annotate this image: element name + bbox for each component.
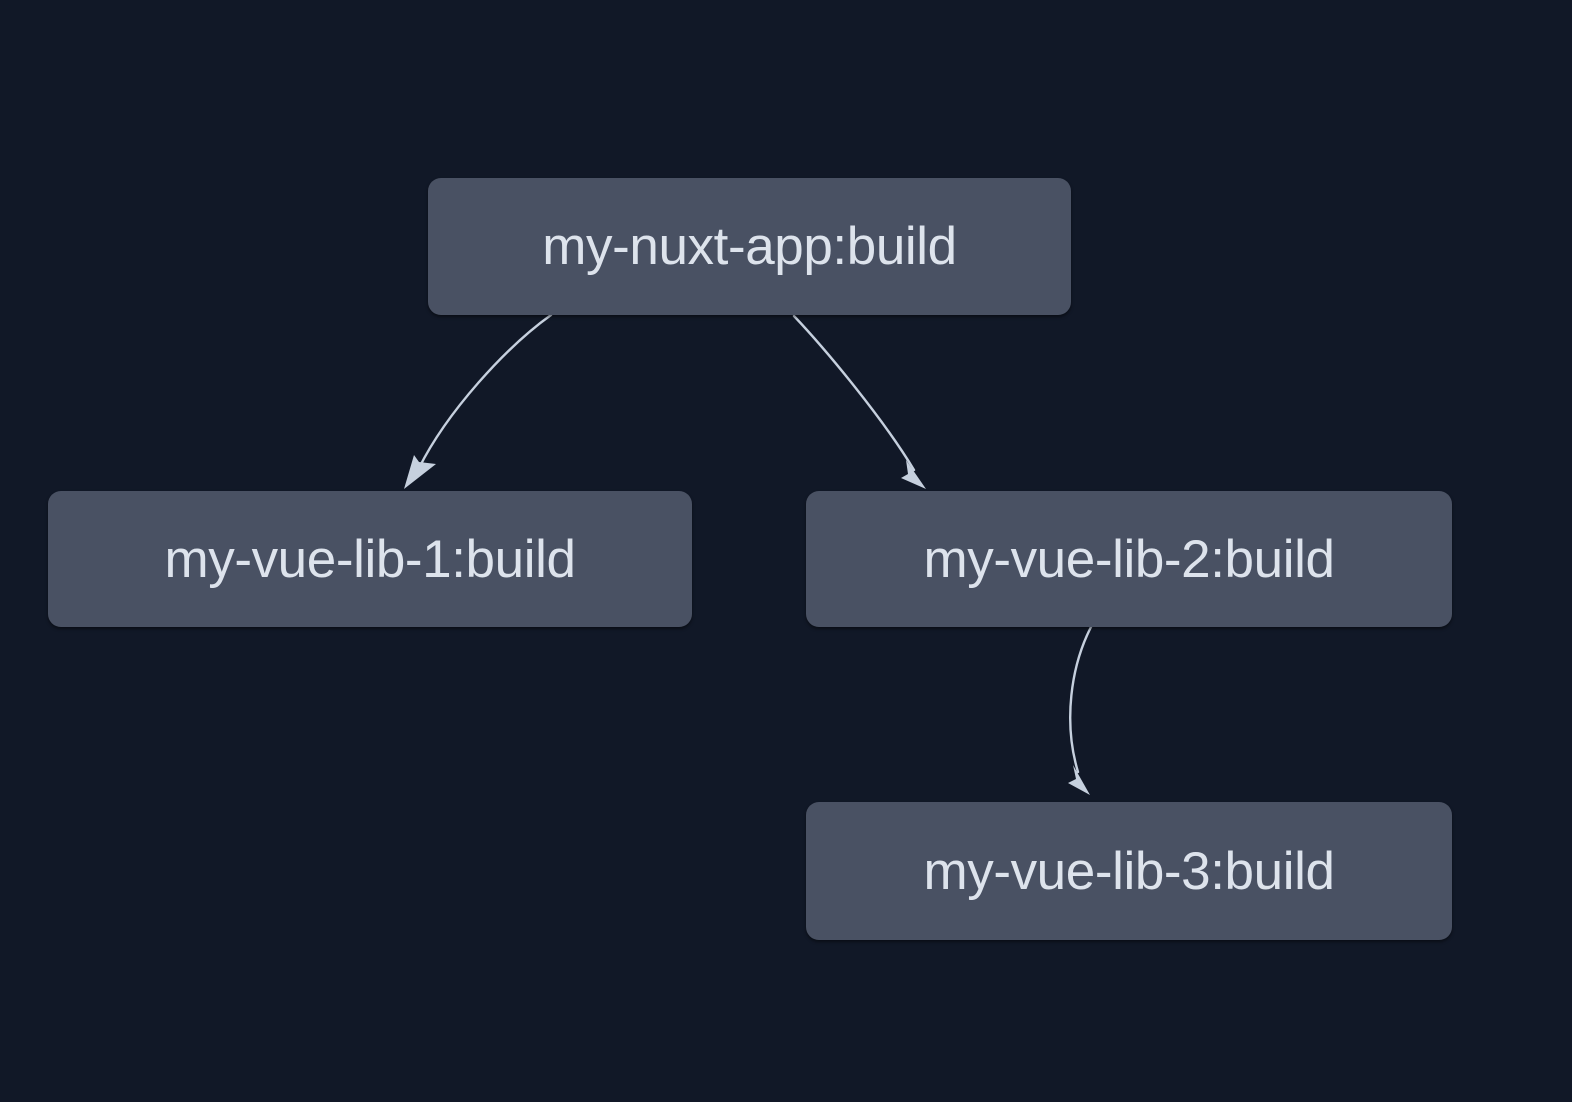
edge-root-to-lib2 bbox=[792, 314, 926, 489]
edge-root-to-lib1 bbox=[404, 313, 553, 489]
node-label: my-vue-lib-1:build bbox=[164, 529, 576, 589]
graph-node-my-vue-lib-3-build[interactable]: my-vue-lib-3:build bbox=[806, 802, 1452, 940]
edge-lib2-to-lib3 bbox=[1068, 625, 1093, 795]
node-label: my-vue-lib-3:build bbox=[923, 841, 1335, 901]
graph-node-my-vue-lib-1-build[interactable]: my-vue-lib-1:build bbox=[48, 491, 692, 627]
graph-node-my-vue-lib-2-build[interactable]: my-vue-lib-2:build bbox=[806, 491, 1452, 627]
node-label: my-nuxt-app:build bbox=[542, 217, 957, 276]
graph-node-my-nuxt-app-build[interactable]: my-nuxt-app:build bbox=[428, 178, 1071, 315]
node-label: my-vue-lib-2:build bbox=[923, 529, 1335, 589]
